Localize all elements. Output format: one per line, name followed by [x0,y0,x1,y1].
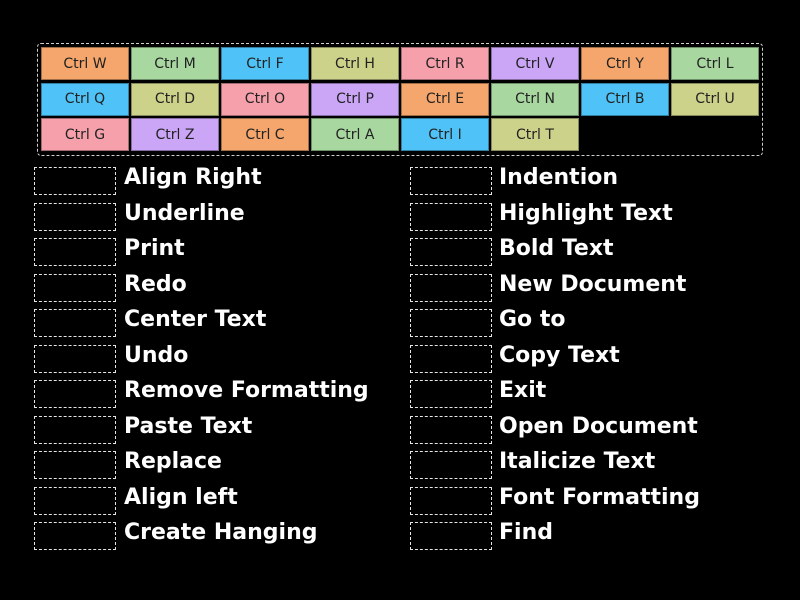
answer-tile[interactable]: Ctrl W [41,47,129,80]
answer-tile[interactable]: Ctrl R [401,47,489,80]
answer-tile[interactable]: Ctrl P [311,82,399,116]
answer-tile[interactable]: Ctrl L [671,47,759,80]
right-drop-slot[interactable] [410,167,492,195]
right-drop-slot[interactable] [410,380,492,408]
left-drop-slot[interactable] [34,273,116,302]
left-match-label: Remove Formatting [124,378,369,403]
right-drop-slot[interactable] [410,238,492,266]
left-match-label: Replace [124,449,222,474]
answer-tile[interactable]: Ctrl A [311,118,399,151]
left-drop-slot[interactable] [34,167,116,195]
right-match-label: Italicize Text [499,449,656,474]
right-match-label: Find [499,520,553,545]
right-drop-slot[interactable] [410,273,492,302]
right-drop-slot[interactable] [410,522,492,550]
answer-tile[interactable]: Ctrl G [41,118,129,151]
right-match-label: New Document [499,271,687,297]
right-drop-slot[interactable] [410,202,492,231]
answer-tile[interactable]: Ctrl M [131,47,219,80]
right-match-label: Bold Text [499,236,614,261]
right-drop-slot[interactable] [410,451,492,479]
left-drop-slot[interactable] [34,415,116,444]
right-match-label: Copy Text [499,342,620,368]
left-match-label: Redo [124,271,187,297]
answer-tile[interactable]: Ctrl I [401,118,489,151]
answer-tile[interactable]: Ctrl C [221,118,309,151]
right-drop-slot[interactable] [410,344,492,373]
left-drop-slot[interactable] [34,486,116,515]
left-match-label: Align left [124,484,238,510]
left-match-label: Underline [124,200,245,226]
right-match-label: Highlight Text [499,200,673,226]
left-match-label: Print [124,236,185,261]
left-match-label: Create Hanging [124,520,318,545]
left-match-label: Paste Text [124,413,253,439]
left-drop-slot[interactable] [34,380,116,408]
answer-tile[interactable]: Ctrl O [221,82,309,116]
right-match-label: Go to [499,307,566,332]
answer-tile[interactable]: Ctrl B [581,82,669,116]
left-drop-slot[interactable] [34,309,116,337]
answer-tile[interactable]: Ctrl U [671,82,759,116]
answer-tile[interactable]: Ctrl T [491,118,579,151]
right-match-label: Exit [499,378,547,403]
answer-tile[interactable]: Ctrl N [491,82,579,116]
answer-tile[interactable]: Ctrl F [221,47,309,80]
left-match-label: Center Text [124,307,267,332]
answer-tile[interactable]: Ctrl Q [41,82,129,116]
answer-tile[interactable]: Ctrl D [131,82,219,116]
answer-tile[interactable]: Ctrl Y [581,47,669,80]
left-drop-slot[interactable] [34,344,116,373]
answer-tile[interactable]: Ctrl H [311,47,399,80]
right-match-label: Font Formatting [499,484,700,510]
left-drop-slot[interactable] [34,238,116,266]
answer-tile[interactable]: Ctrl Z [131,118,219,151]
left-drop-slot[interactable] [34,202,116,231]
answer-tile[interactable]: Ctrl E [401,82,489,116]
left-drop-slot[interactable] [34,451,116,479]
right-drop-slot[interactable] [410,309,492,337]
left-match-label: Align Right [124,165,262,190]
right-drop-slot[interactable] [410,486,492,515]
left-drop-slot[interactable] [34,522,116,550]
answer-tile[interactable]: Ctrl V [491,47,579,80]
right-match-label: Open Document [499,413,698,439]
right-match-label: Indention [499,165,619,190]
left-match-label: Undo [124,342,189,368]
right-drop-slot[interactable] [410,415,492,444]
